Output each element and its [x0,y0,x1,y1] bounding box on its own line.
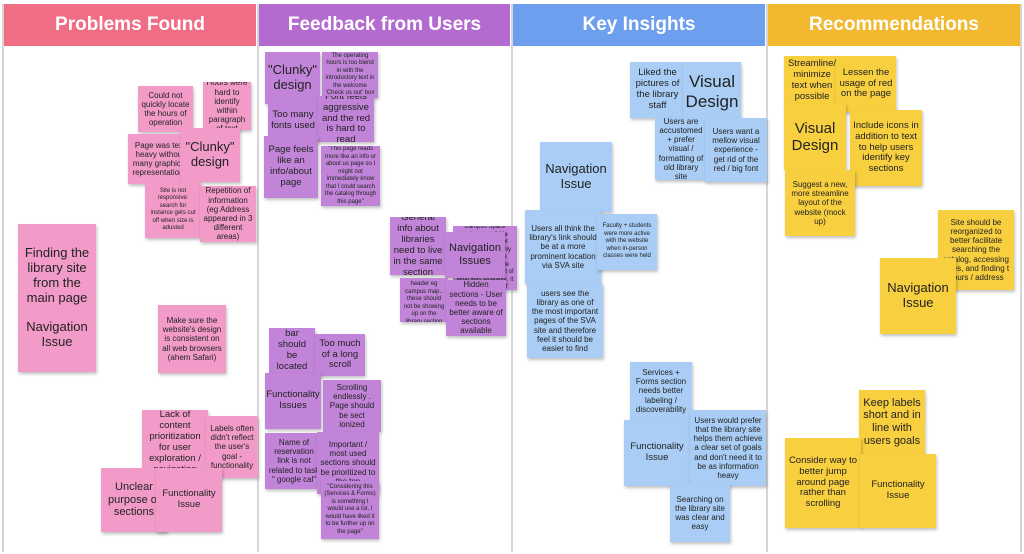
sticky-note[interactable]: Faculty + students were more active with… [597,214,657,270]
sticky-note[interactable]: Searching on the library site was clear … [670,484,730,542]
column-divider [257,4,259,552]
sticky-note[interactable]: Lack of content prioritization for user … [142,410,208,476]
sticky-note[interactable]: Name of reservation link is not related … [265,433,323,489]
sticky-note[interactable]: The operating hours is too blend in with… [322,52,378,98]
sticky-note[interactable]: Functionality Issue [860,454,936,528]
sticky-note[interactable]: Keep labels short and in line with users… [859,390,925,454]
sticky-note[interactable]: Page feels like an info/about page [264,136,318,198]
sticky-note[interactable]: Navigation Issue [880,258,956,334]
sticky-note[interactable]: Make sure the website's design is consis… [158,305,226,373]
sticky-note[interactable]: "Clunky" design [265,52,320,104]
sticky-note[interactable]: Navigation Issue [540,142,612,212]
sticky-note[interactable]: Finding the library site from the main p… [18,224,96,372]
sticky-note[interactable]: Users all think the library's link shoul… [525,210,601,284]
column-header-problems: Problems Found [4,4,256,46]
column-divider [2,4,4,552]
sticky-note[interactable]: Users are accustomed + prefer visual / f… [655,118,707,180]
sticky-note[interactable]: Unrelated sub-header eg campus map.. the… [400,278,448,322]
sticky-note[interactable]: Functionality Issues [265,373,321,429]
sticky-note[interactable]: Lessen the usage of red on the page [836,56,896,112]
sticky-note[interactable]: Navigation Issues [445,232,505,278]
sticky-note[interactable]: Users would prefer that the library site… [690,410,766,486]
sticky-note[interactable]: Hidden sections - User needs to be bette… [446,280,506,336]
sticky-note[interactable]: Site is not responsive: search for insta… [145,182,201,238]
sticky-note[interactable]: Functionality Issue [624,420,690,486]
sticky-note[interactable]: Include icons in addition to text to hel… [850,110,922,186]
column-header-insights: Key Insights [513,4,765,46]
column-divider [1020,4,1022,552]
column-header-recommendations: Recommendations [768,4,1020,46]
sticky-note[interactable]: Labels often didn't reflect the user's g… [206,416,258,478]
sticky-note[interactable]: Suggest a new, more streamline layout of… [785,170,855,236]
sticky-note[interactable]: users see the library as one of the most… [527,284,603,358]
sticky-note[interactable]: Hours were hard to identify within parag… [203,82,251,130]
sticky-note[interactable]: "This page reads more like an info or ab… [321,146,380,206]
sticky-note[interactable]: Scrolling endlessly . Page should be sec… [323,380,381,432]
column-divider [766,4,768,552]
sticky-note[interactable]: General info about libraries need to liv… [390,217,446,275]
sticky-note[interactable]: "Considering this (Services & Forms) is … [321,481,379,539]
sticky-note[interactable]: Search bar should be located higher [269,328,315,374]
sticky-note[interactable]: Too many fonts used [268,100,318,142]
sticky-note[interactable]: Visual Design [784,104,846,170]
sticky-note[interactable]: Consider way to better jump around page … [785,438,861,528]
sticky-note[interactable]: Too much of a long scroll [315,334,365,376]
column-header-feedback: Feedback from Users [259,4,510,46]
sticky-note[interactable]: Liked the pictures of the library staff [630,62,685,118]
sticky-note[interactable]: Could not quickly locate the hours of op… [138,86,193,132]
sticky-note[interactable]: Font feels aggressive and the red is har… [318,96,374,142]
sticky-note[interactable]: "Clunky" design [180,128,240,182]
sticky-note[interactable]: Visual Design [683,62,741,122]
sticky-note[interactable]: Repetition of information (eg Address ap… [200,186,256,242]
sticky-note[interactable]: Functionality Issue [156,468,222,532]
sticky-note[interactable]: Streamline/ minimize text when possible [784,56,840,106]
sticky-note[interactable]: Services + Forms section needs better la… [630,362,692,420]
sticky-note[interactable]: Users want a mellow visual experience - … [705,118,767,182]
